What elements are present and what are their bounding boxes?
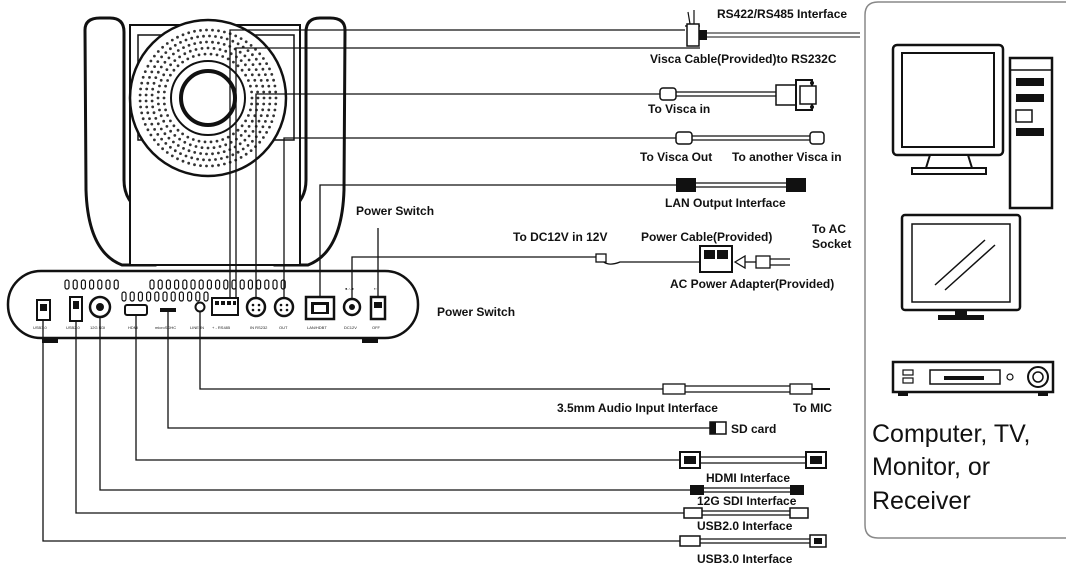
- base-foot-left: [42, 338, 58, 343]
- power-adapter-icon: [595, 245, 790, 273]
- sd-card-icon: [709, 421, 727, 435]
- label-power-cable: Power Cable(Provided): [641, 230, 772, 244]
- computer-icon: [891, 43, 1054, 210]
- label-to-ac-1: To AC: [812, 222, 846, 236]
- usb3-cable-icon: [679, 534, 827, 548]
- base-foot-right: [362, 338, 378, 343]
- label-power-switch-top: Power Switch: [356, 204, 434, 218]
- port-rs232-in: [245, 296, 267, 318]
- port-label-out: OUT: [279, 325, 288, 330]
- visca-in-connector-icon: [659, 79, 817, 111]
- devices-panel-border: [864, 1, 1066, 539]
- label-lan-output: LAN Output Interface: [665, 196, 786, 210]
- label-to-dc12v: To DC12V in 12V: [513, 230, 607, 244]
- label-sdi: 12G SDI Interface: [697, 494, 797, 508]
- label-rs422: RS422/RS485 Interface: [717, 7, 847, 21]
- devices-panel: Computer, TV, Monitor, or Receiver: [864, 1, 1066, 539]
- camera-right-arm: [273, 16, 347, 267]
- port-label-usb2: USB2.0: [66, 325, 81, 330]
- port-label-micro-sd: microSDHC: [155, 325, 176, 330]
- port-label-lan: LAN/HDBT: [307, 325, 327, 330]
- port-label-dc: DC12V: [344, 325, 357, 330]
- label-to-visca-out: To Visca Out: [640, 150, 712, 164]
- labels: RS422/RS485 Interface Visca Cable(Provid…: [356, 7, 851, 566]
- port-label-rs485: + - RS485: [212, 325, 231, 330]
- label-to-visca-in: To Visca in: [648, 102, 710, 116]
- camera-speaker-dots: [138, 28, 278, 168]
- rs422-connector-icon: [685, 10, 860, 47]
- label-visca-cable: Visca Cable(Provided)to RS232C: [650, 52, 837, 66]
- label-ac-adapter: AC Power Adapter(Provided): [670, 277, 834, 291]
- sdi-cable-icon: [690, 485, 804, 495]
- port-label-line-in: LINE IN: [190, 325, 204, 330]
- svg-text:▪▫: ▪▫: [374, 286, 377, 291]
- usb2-cable-icon: [683, 507, 809, 519]
- port-label-rs232: IN RS232: [250, 325, 268, 330]
- audio-cable-icon: [662, 383, 830, 395]
- tv-icon: [900, 213, 1022, 320]
- port-label-usb3: USB3.0: [33, 325, 48, 330]
- devices-text-line3: Receiver: [872, 487, 971, 515]
- devices-text-line2: Monitor, or: [872, 453, 990, 481]
- label-usb3: USB3.0 Interface: [697, 552, 793, 566]
- label-power-switch-side: Power Switch: [437, 305, 515, 319]
- label-to-mic: To MIC: [793, 401, 832, 415]
- lower-connection-lines: [42, 311, 710, 542]
- label-hdmi: HDMI Interface: [706, 471, 790, 485]
- port-rs232-out: [273, 296, 295, 318]
- camera-base: USB3.0 USB2.0 12G SDI HDMI microSDHC LIN…: [6, 269, 420, 343]
- port-label-off: OFF: [372, 325, 381, 330]
- port-label-sdi: 12G SDI: [90, 325, 105, 330]
- port-micro-sd: [160, 308, 176, 312]
- camera-lens: [179, 69, 237, 127]
- label-to-ac-2: Socket: [812, 237, 851, 251]
- receiver-icon: [891, 360, 1055, 396]
- label-to-another-visca: To another Visca in: [732, 150, 842, 164]
- devices-text-line1: Computer, TV,: [872, 420, 1030, 448]
- camera-left-arm: [83, 16, 157, 267]
- label-sd-card: SD card: [731, 422, 776, 436]
- port-rs485: [211, 297, 239, 316]
- camera: [83, 16, 347, 267]
- lan-cable-icon: [676, 178, 806, 192]
- port-hdmi: [124, 304, 148, 316]
- port-line-in: [194, 301, 206, 313]
- hdmi-cable-icon: [679, 451, 827, 469]
- visca-out-cable-icon: [675, 131, 825, 145]
- port-label-hdmi: HDMI: [128, 325, 138, 330]
- label-audio-input: 3.5mm Audio Input Interface: [557, 401, 718, 415]
- svg-text:●-◦-●: ●-◦-●: [345, 286, 354, 291]
- upper-connection-lines: [229, 29, 700, 299]
- label-usb2: USB2.0 Interface: [697, 519, 793, 533]
